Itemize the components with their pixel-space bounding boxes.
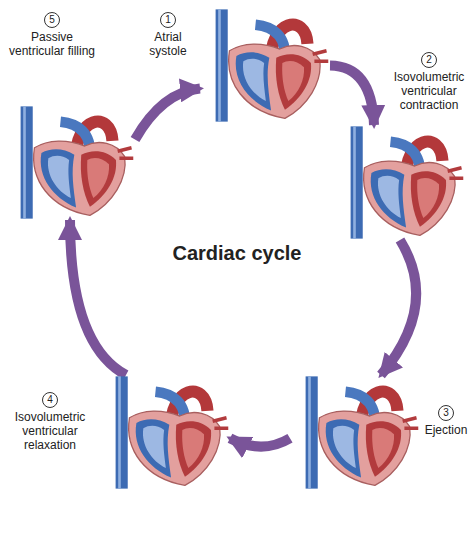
stage-label: 1Atrial systole	[138, 12, 198, 58]
stage-name: Atrial systole	[138, 30, 198, 58]
cycle-arrow	[381, 240, 416, 375]
cycle-arrow	[330, 66, 374, 126]
heart-drawing	[351, 126, 464, 239]
heart-illustration	[200, 8, 330, 123]
heart-drawing	[21, 106, 134, 219]
stage-label: 2Isovolumetric ventricular contraction	[388, 52, 470, 112]
heart-stage: 5Passive ventricular filling	[5, 105, 135, 220]
heart-drawing	[216, 9, 329, 122]
cycle-arrow	[135, 89, 200, 140]
callout-number: 2	[421, 52, 437, 68]
callout-number: 4	[42, 392, 58, 408]
heart-illustration	[335, 125, 465, 240]
stage-name: Ejection	[422, 423, 470, 437]
callout-number: 5	[44, 12, 60, 28]
stage-name: Isovolumetric ventricular relaxation	[4, 410, 96, 452]
heart-stage: 3Ejection	[290, 375, 420, 490]
stage-name: Passive ventricular filling	[6, 30, 98, 58]
heart-stage: 2Isovolumetric ventricular contraction	[335, 125, 465, 240]
cycle-arrow	[230, 438, 290, 446]
heart-drawing	[306, 376, 419, 489]
stage-label: 3Ejection	[422, 405, 470, 437]
callout-number: 1	[160, 12, 176, 28]
stage-label: 5Passive ventricular filling	[6, 12, 98, 58]
heart-stage: 4Isovolumetric ventricular relaxation	[100, 375, 230, 490]
stage-label: 4Isovolumetric ventricular relaxation	[4, 392, 96, 452]
heart-illustration	[5, 105, 135, 220]
stage-name: Isovolumetric ventricular contraction	[388, 70, 470, 112]
callout-number: 3	[438, 405, 454, 421]
heart-illustration	[290, 375, 420, 490]
heart-drawing	[116, 376, 229, 489]
diagram-title: Cardiac cycle	[162, 242, 312, 265]
cycle-arrow	[70, 220, 126, 375]
heart-illustration	[100, 375, 230, 490]
heart-stage: 1Atrial systole	[200, 8, 330, 123]
